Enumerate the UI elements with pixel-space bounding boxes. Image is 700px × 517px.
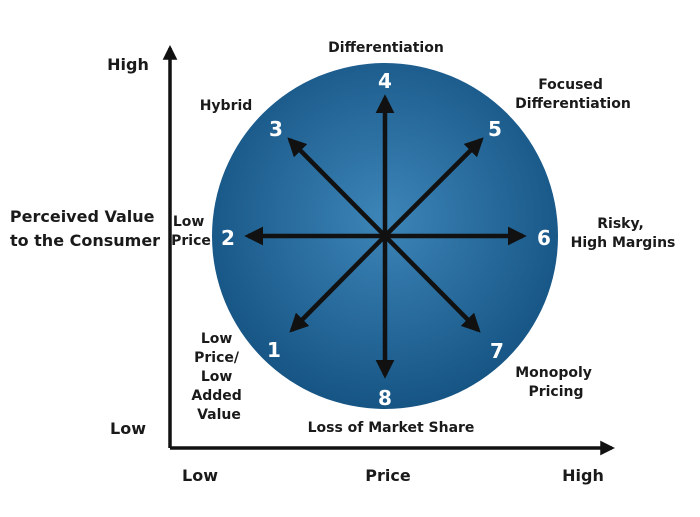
x-axis-high-label: High: [562, 466, 604, 485]
position-number-7: 7: [490, 339, 504, 363]
axis-labels: High Low Perceived Value to the Consumer…: [10, 55, 604, 485]
position-number-3: 3: [269, 117, 283, 141]
position-number-2: 2: [221, 226, 235, 250]
position-number-8: 8: [378, 386, 392, 410]
position-number-6: 6: [537, 226, 551, 250]
x-axis-title: Price: [365, 466, 411, 485]
position-numbers: 1 2 3 4 5 6 7 8: [221, 69, 551, 410]
arrow-1: [289, 234, 387, 333]
position-number-4: 4: [378, 69, 392, 93]
y-axis-title: Perceived Value to the Consumer: [10, 207, 160, 250]
arrow-3: [287, 137, 387, 238]
position-label-6: Risky, High Margins: [571, 216, 676, 251]
y-axis-low-label: Low: [110, 419, 146, 438]
position-number-1: 1: [267, 338, 281, 362]
position-label-4: Differentiation: [328, 40, 444, 56]
position-label-3: Hybrid: [200, 98, 253, 114]
x-axis-low-label: Low: [182, 466, 218, 485]
position-label-8: Loss of Market Share: [308, 420, 475, 436]
arrow-7: [383, 234, 481, 333]
clock-arrows: [244, 94, 527, 379]
arrow-5: [383, 137, 484, 238]
position-label-2: Low Price: [171, 214, 211, 249]
position-labels: Differentiation Hybrid Focused Different…: [171, 40, 675, 436]
position-label-1: Low Price/ Low Added Value: [191, 331, 246, 423]
position-label-7: Monopoly Pricing: [515, 365, 597, 400]
y-axis-high-label: High: [107, 55, 149, 74]
position-label-5: Focused Differentiation: [515, 77, 631, 112]
position-number-5: 5: [488, 117, 502, 141]
axes: [162, 45, 615, 456]
